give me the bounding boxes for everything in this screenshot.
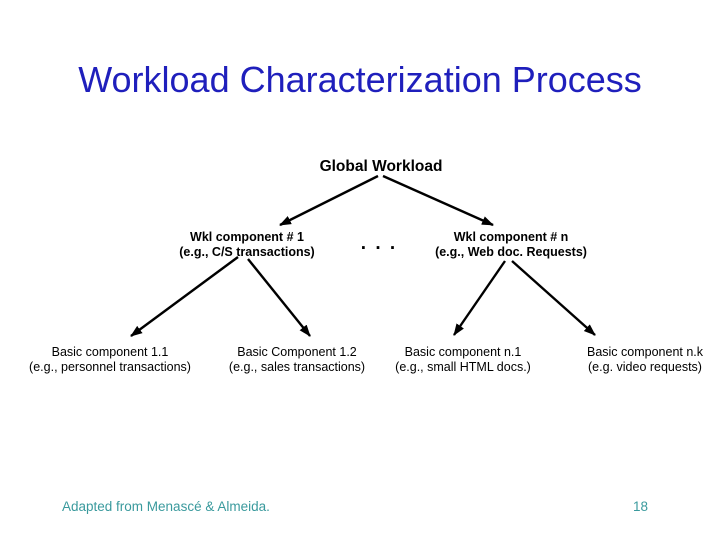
node-example: (e.g., sales transactions) xyxy=(228,360,366,374)
tree-node-basic-component-n-k: Basic component n.k (e.g. video requests… xyxy=(587,345,703,375)
node-label: Wkl component # n xyxy=(453,230,569,244)
node-label: Basic component 1.1 xyxy=(51,345,169,359)
node-example: (e.g., personnel transactions) xyxy=(29,360,191,374)
page-title: Workload Characterization Process xyxy=(78,59,642,100)
attribution-text: Adapted from Menascé & Almeida. xyxy=(62,499,270,514)
node-label: Wkl component # 1 xyxy=(190,230,304,244)
arrow-root-to-component-n xyxy=(382,174,494,227)
node-example: (e.g., small HTML docs.) xyxy=(395,360,531,374)
node-label: Global Workload xyxy=(319,158,443,175)
arrow-componentn-to-basic-n-k xyxy=(511,260,596,336)
node-example: (e.g., C/S transactions) xyxy=(179,245,315,259)
node-label: Basic component n.k xyxy=(586,345,704,359)
ellipsis-dots: . . . xyxy=(360,233,398,254)
tree-node-global-workload: Global Workload xyxy=(320,158,443,175)
tree-node-basic-component-1-2: Basic Component 1.2 (e.g., sales transac… xyxy=(229,345,365,375)
arrow-root-to-component-1 xyxy=(279,174,379,227)
tree-node-basic-component-n-1: Basic component n.1 (e.g., small HTML do… xyxy=(395,345,531,375)
page-number: 18 xyxy=(633,499,649,514)
arrow-component1-to-basic-1-1 xyxy=(130,256,239,337)
node-example: (e.g., Web doc. Requests) xyxy=(435,245,587,259)
node-label: Basic Component 1.2 xyxy=(237,345,357,359)
tree-node-wkl-component-n: Wkl component # n (e.g., Web doc. Reques… xyxy=(435,230,587,260)
node-label: Basic component n.1 xyxy=(404,345,522,359)
arrow-componentn-to-basic-n-1 xyxy=(453,260,506,336)
arrow-component1-to-basic-1-2 xyxy=(247,258,311,337)
node-example: (e.g. video requests) xyxy=(588,360,702,374)
tree-node-basic-component-1-1: Basic component 1.1 (e.g., personnel tra… xyxy=(29,345,191,375)
tree-node-wkl-component-1: Wkl component # 1 (e.g., C/S transaction… xyxy=(179,230,314,260)
